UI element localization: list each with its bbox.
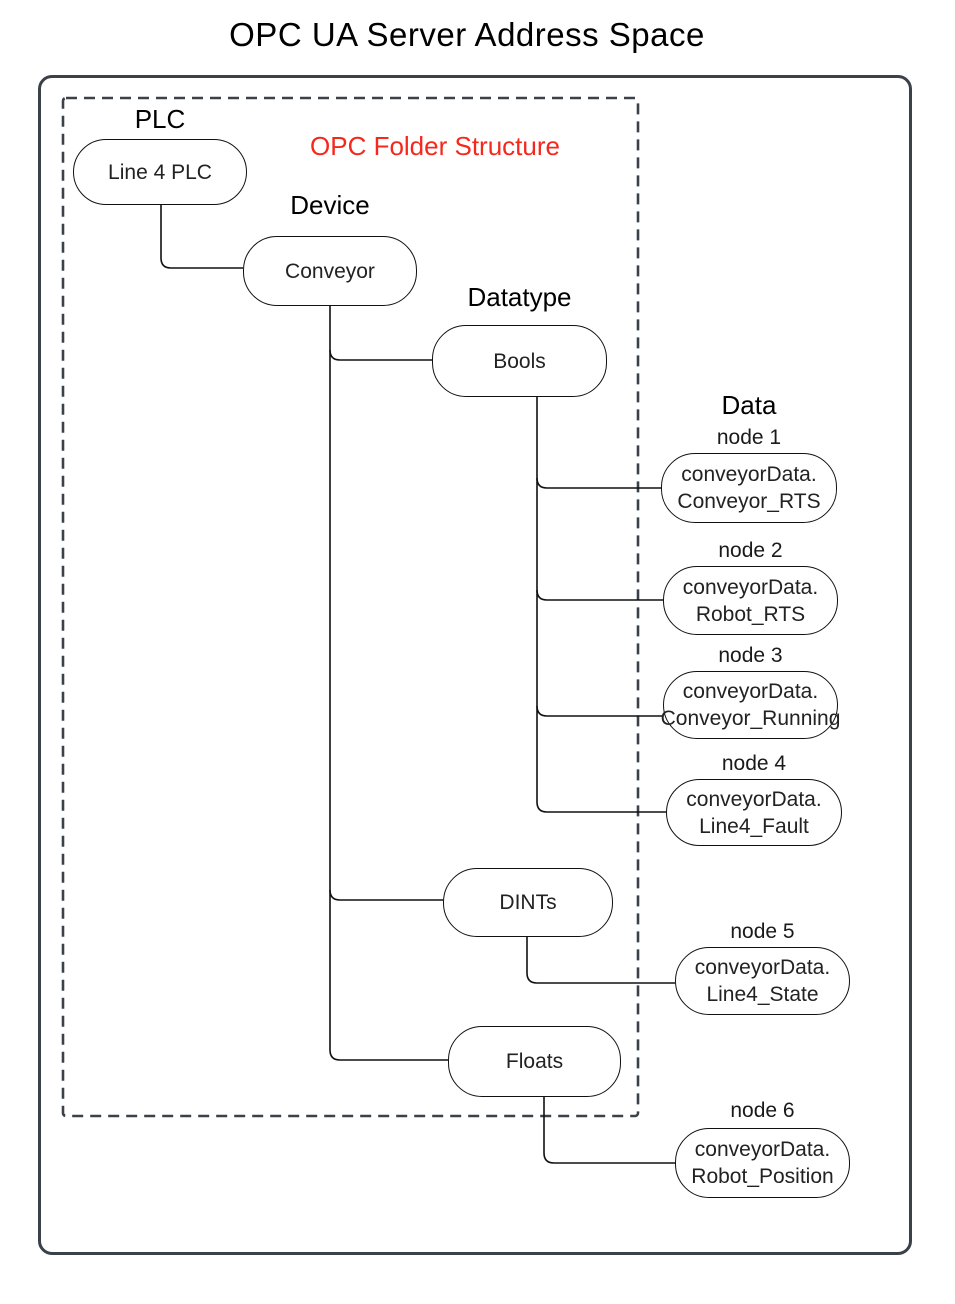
data-node-5-line2: Line4_State bbox=[706, 983, 819, 1006]
data-node-5: conveyorData. Line4_State bbox=[675, 947, 850, 1015]
data-node-6-line2: Robot_Position bbox=[691, 1165, 834, 1188]
data-node-1-line1: conveyorData. bbox=[681, 463, 817, 486]
node-caption-3: node 3 bbox=[718, 644, 783, 667]
node-caption-4: node 4 bbox=[721, 752, 787, 775]
data-node-1-line2: Conveyor_RTS bbox=[677, 490, 821, 513]
heading-data: Data bbox=[721, 390, 777, 420]
folder-node-device-label: Conveyor bbox=[285, 259, 375, 283]
folder-node-dints: DINTs bbox=[443, 868, 613, 937]
data-node-3-line1: conveyorData. bbox=[682, 680, 819, 703]
data-node-1: conveyorData. Conveyor_RTS bbox=[661, 453, 837, 523]
heading-device: Device bbox=[290, 190, 370, 220]
data-node-4-line2: Line4_Fault bbox=[699, 814, 809, 838]
node-caption-5: node 5 bbox=[730, 920, 795, 943]
data-node-3: conveyorData. Conveyor_Running bbox=[660, 671, 841, 739]
data-node-6: conveyorData. Robot_Position bbox=[675, 1128, 850, 1198]
folder-structure-dashed-box bbox=[61, 96, 640, 1118]
folder-structure-label: OPC Folder Structure bbox=[310, 131, 560, 161]
node-caption-6: node 6 bbox=[730, 1099, 795, 1122]
data-node-2: conveyorData. Robot_RTS bbox=[663, 566, 838, 635]
data-node-5-line1: conveyorData. bbox=[694, 956, 831, 979]
data-node-4: conveyorData. Line4_Fault bbox=[666, 779, 842, 846]
folder-node-plc: Line 4 PLC bbox=[73, 139, 247, 205]
folder-node-dints-label: DINTs bbox=[499, 891, 557, 914]
data-node-2-line2: Robot_RTS bbox=[695, 602, 806, 626]
folder-node-plc-label: Line 4 PLC bbox=[108, 160, 212, 184]
node-caption-2: node 2 bbox=[718, 539, 783, 562]
data-node-3-line2: Conveyor_Running bbox=[660, 707, 841, 730]
heading-datatype: Datatype bbox=[467, 282, 572, 312]
data-node-4-line1: conveyorData. bbox=[686, 787, 822, 811]
folder-node-floats-label: Floats bbox=[505, 1050, 564, 1073]
address-space-frame bbox=[38, 75, 912, 1255]
folder-node-bools: Bools bbox=[432, 325, 607, 397]
page-title: OPC UA Server Address Space bbox=[229, 16, 705, 53]
data-node-6-line1: conveyorData. bbox=[694, 1138, 831, 1161]
node-caption-1: node 1 bbox=[716, 426, 782, 449]
heading-plc: PLC bbox=[134, 104, 186, 134]
folder-node-floats: Floats bbox=[448, 1026, 621, 1097]
data-node-2-line1: conveyorData. bbox=[682, 575, 819, 599]
folder-node-bools-label: Bools bbox=[493, 349, 546, 373]
folder-node-device: Conveyor bbox=[243, 236, 417, 306]
